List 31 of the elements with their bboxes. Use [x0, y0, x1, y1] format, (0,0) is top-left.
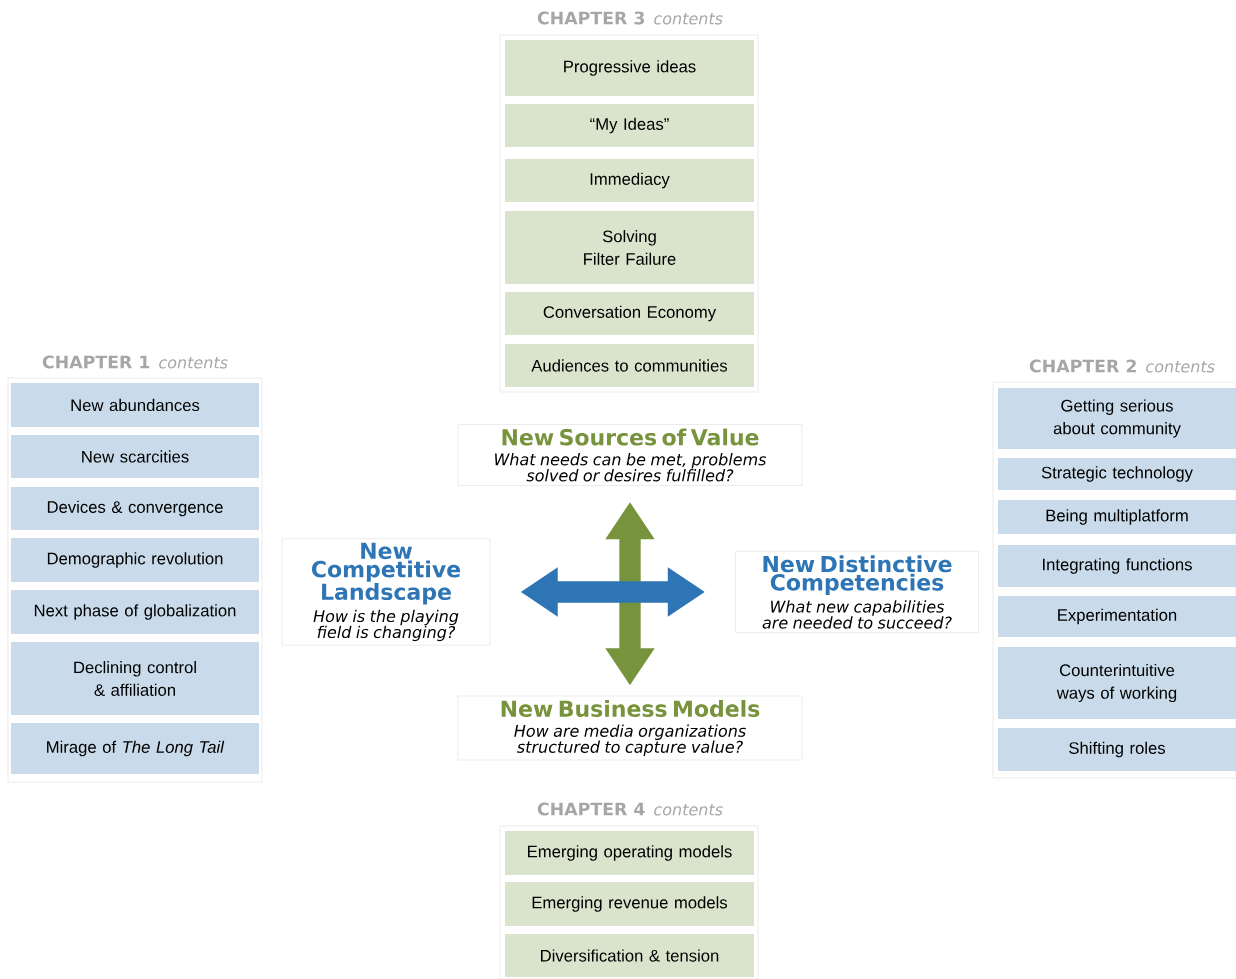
- item-box: Demographic revolution: [11, 538, 259, 582]
- item-box: Immediacy: [505, 159, 754, 202]
- item-box: Diversification & tension: [505, 934, 754, 977]
- item-box: Being multiplatform: [998, 500, 1236, 534]
- item-box: New scarcities: [11, 435, 259, 478]
- item-box: Shifting roles: [998, 728, 1236, 771]
- chapter-heading: CHAPTER 3 contents: [537, 11, 723, 25]
- topic-box: New Sources of Value What needs can be met, problems solved or desires fulfilled?: [457, 424, 803, 486]
- item-box: “My Ideas”: [505, 104, 754, 147]
- topic-box: New Distinctive Competencies What new capabilities are needed to succeed?: [735, 550, 979, 634]
- item-box: Next phase of globalization: [11, 590, 259, 634]
- item-box: Solving Filter Failure: [505, 211, 754, 284]
- chapter-heading: CHAPTER 4 contents: [537, 802, 723, 816]
- item-box: Conversation Economy: [505, 292, 754, 335]
- item-box: Progressive ideas: [505, 40, 754, 96]
- item-box: Integrating functions: [998, 545, 1236, 587]
- item-box: Experimentation: [998, 596, 1236, 637]
- item-box: Mirage of The Long Tail: [11, 723, 259, 774]
- item-box: Counterintuitive ways of working: [998, 647, 1236, 719]
- topic-box: New Business Models How are media organizations structured to capture value?: [457, 695, 803, 761]
- item-box: Getting serious about community: [998, 388, 1236, 449]
- item-box: Devices & convergence: [11, 487, 259, 530]
- item-box: Emerging operating models: [505, 831, 754, 875]
- item-box: Declining control & affiliation: [11, 642, 259, 715]
- chapter-heading: CHAPTER 1 contents: [42, 355, 228, 369]
- item-box: Emerging revenue models: [505, 882, 754, 926]
- item-box: New abundances: [11, 383, 259, 427]
- topic-box: New Competitive Landscape How is the playing field is changing?: [281, 538, 491, 646]
- item-box: Audiences to communities: [505, 344, 754, 387]
- item-box: Strategic technology: [998, 458, 1236, 490]
- chapter-heading: CHAPTER 2 contents: [1029, 359, 1215, 373]
